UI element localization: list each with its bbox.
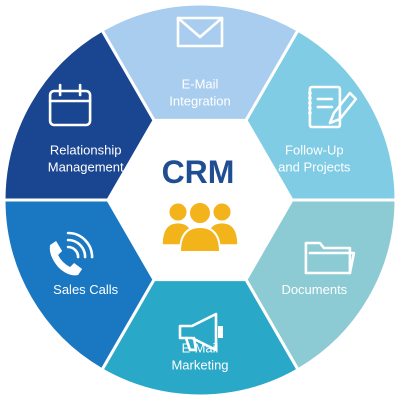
segment-email-marketing-label-2: Marketing bbox=[171, 358, 228, 373]
segment-relationship-management-shape bbox=[2, 28, 156, 202]
calendar-icon bbox=[48, 83, 92, 127]
segment-follow-up-label-2: and Projects bbox=[278, 160, 351, 175]
segment-email-integration-label-2: Integration bbox=[169, 94, 230, 109]
people-group-icon bbox=[162, 201, 238, 253]
megaphone-icon bbox=[178, 312, 223, 352]
segment-documents-label-1: Documents bbox=[281, 282, 347, 297]
segment-follow-up-shape bbox=[244, 28, 398, 202]
segment-relationship-management-label-1: Relationship bbox=[50, 143, 122, 158]
phone-call-icon bbox=[49, 231, 94, 276]
segment-follow-up-label-1: Follow-Up bbox=[285, 143, 344, 158]
segment-email-integration-shape bbox=[99, 2, 301, 122]
envelope-icon bbox=[176, 16, 224, 48]
segment-sales-calls-label-1: Sales Calls bbox=[53, 282, 119, 297]
folder-icon bbox=[304, 241, 356, 275]
segment-documents: Documents bbox=[244, 198, 398, 372]
center-title: CRM bbox=[162, 154, 235, 190]
center-hexagon bbox=[108, 120, 292, 280]
segment-sales-calls-shape bbox=[2, 198, 156, 372]
notepad-pencil-icon bbox=[308, 85, 358, 129]
segment-sales-calls: Sales Calls bbox=[2, 198, 156, 372]
segment-email-integration-label-1: E-Mail bbox=[182, 77, 219, 92]
segment-relationship-management-label-2: Management bbox=[48, 160, 124, 175]
center-hexagon-shape bbox=[108, 120, 292, 280]
segment-documents-shape bbox=[244, 198, 398, 372]
segment-email-marketing-shape bbox=[99, 278, 301, 398]
segment-email-marketing-label-1: E-Mail bbox=[182, 341, 219, 356]
segment-follow-up: Follow-Up and Projects bbox=[244, 28, 398, 202]
